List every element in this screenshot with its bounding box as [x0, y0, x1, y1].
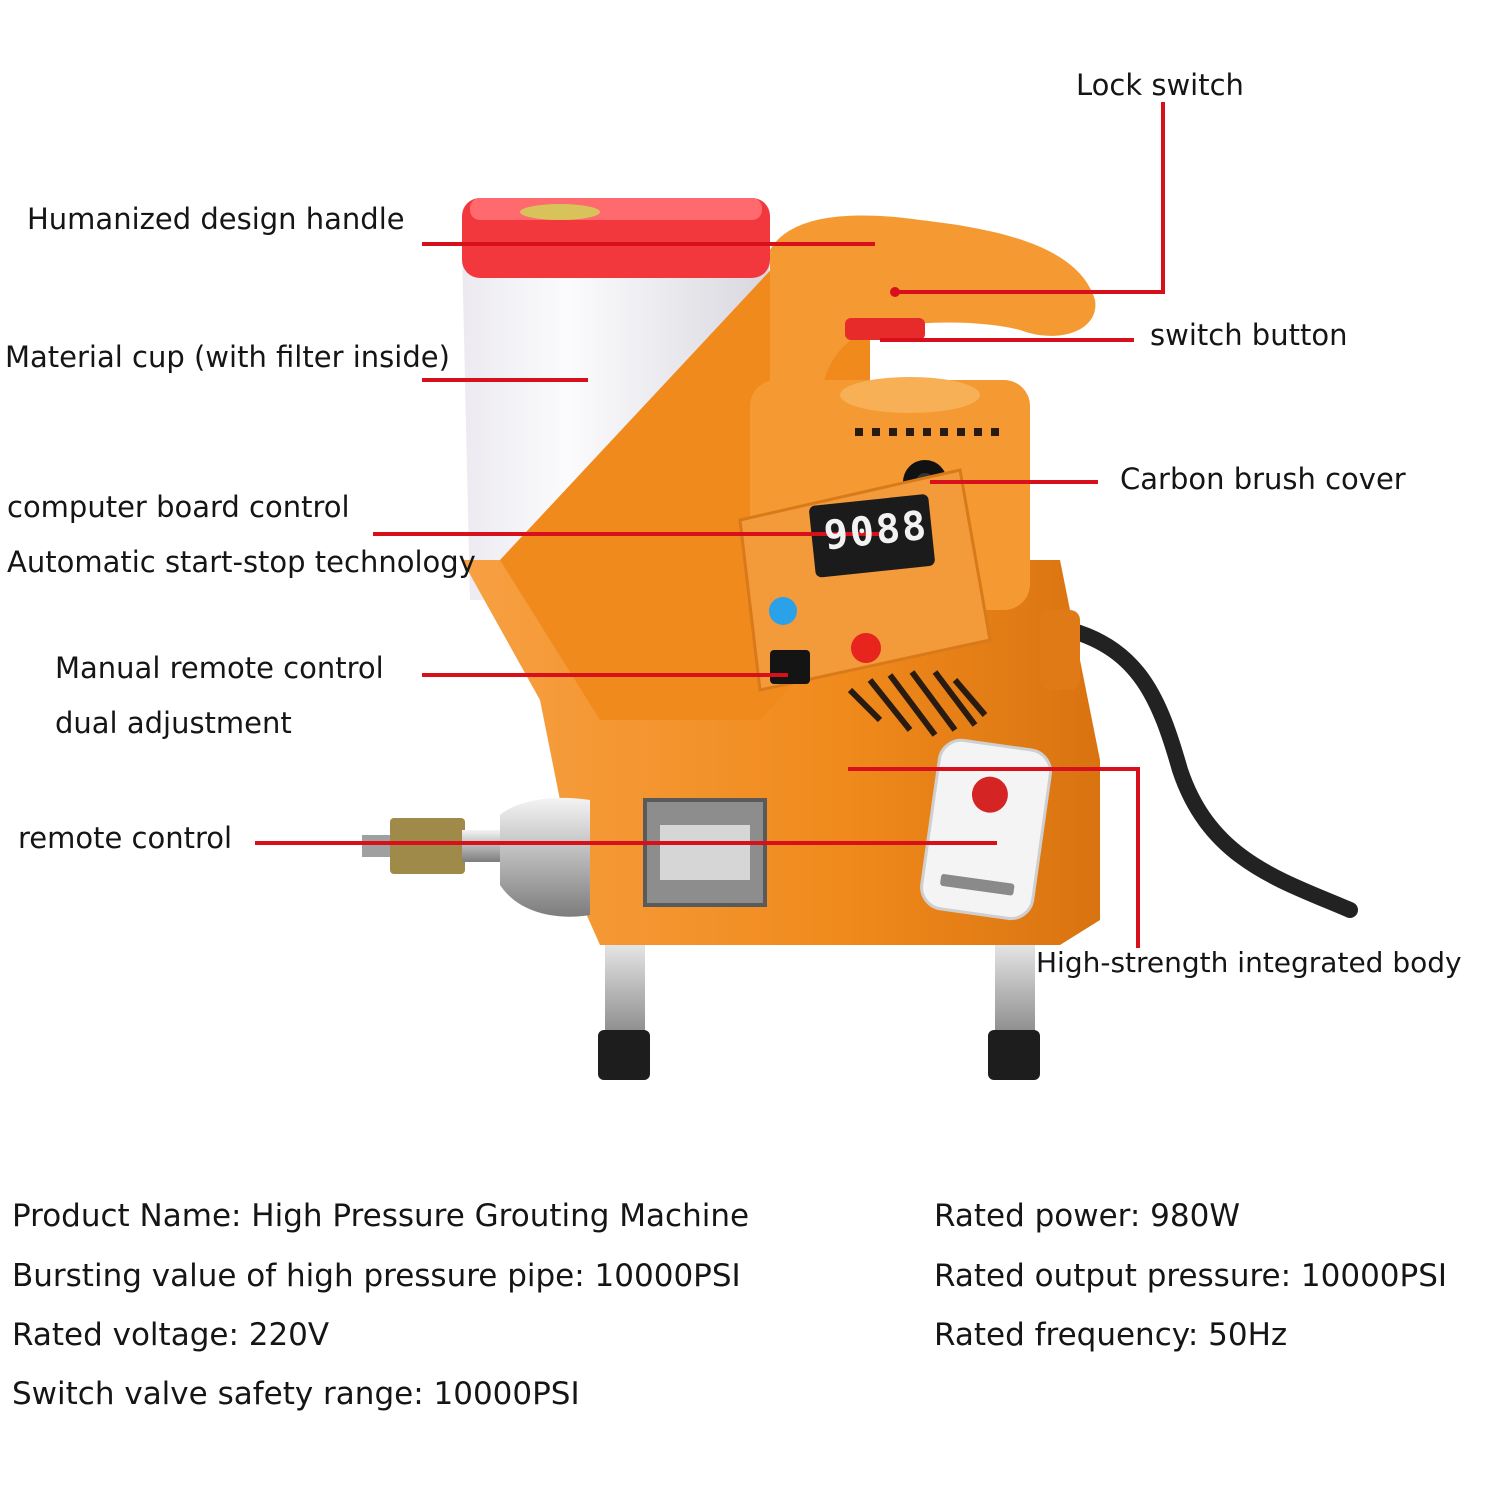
callout-material-cup: Material cup (with filter inside) [5, 340, 450, 374]
callout-body: High-strength integrated body [1036, 946, 1462, 979]
grouting-machine-illustration [255, 102, 1358, 1080]
nozzle [362, 797, 590, 917]
callout-switch-button: switch button [1150, 318, 1348, 352]
spec-switch-valve: Switch valve safety range: 10000PSI [12, 1376, 580, 1412]
leader-lines [255, 102, 1165, 948]
callout-manual-remote-2: dual adjustment [55, 706, 292, 740]
power-cord [1062, 622, 1358, 918]
callout-remote-control: remote control [18, 821, 233, 855]
callout-computer-board-2: Automatic start-stop technology [7, 545, 476, 579]
callout-manual-remote-1: Manual remote control [55, 651, 384, 685]
leader-lock-switch [895, 102, 1165, 294]
spec-rated-voltage: Rated voltage: 220V [12, 1317, 330, 1353]
spec-bursting-value: Bursting value of high pressure pipe: 10… [12, 1258, 741, 1294]
callout-lock-switch: Lock switch [1076, 68, 1244, 102]
leader-body [848, 767, 1140, 948]
remote-fob [920, 738, 1052, 921]
leader-dots [890, 287, 900, 297]
spec-rated-frequency: Rated frequency: 50Hz [934, 1317, 1288, 1353]
spec-product-name: Product Name: High Pressure Grouting Mac… [12, 1198, 750, 1234]
machine-body [462, 215, 1100, 945]
spec-rated-output-pressure: Rated output pressure: 10000PSI [934, 1258, 1448, 1294]
callout-handle: Humanized design handle [27, 202, 405, 236]
legs [598, 930, 1040, 1080]
callout-computer-board-1: computer board control [7, 490, 350, 524]
spec-rated-power: Rated power: 980W [934, 1198, 1241, 1234]
callout-carbon-brush: Carbon brush cover [1120, 462, 1406, 496]
